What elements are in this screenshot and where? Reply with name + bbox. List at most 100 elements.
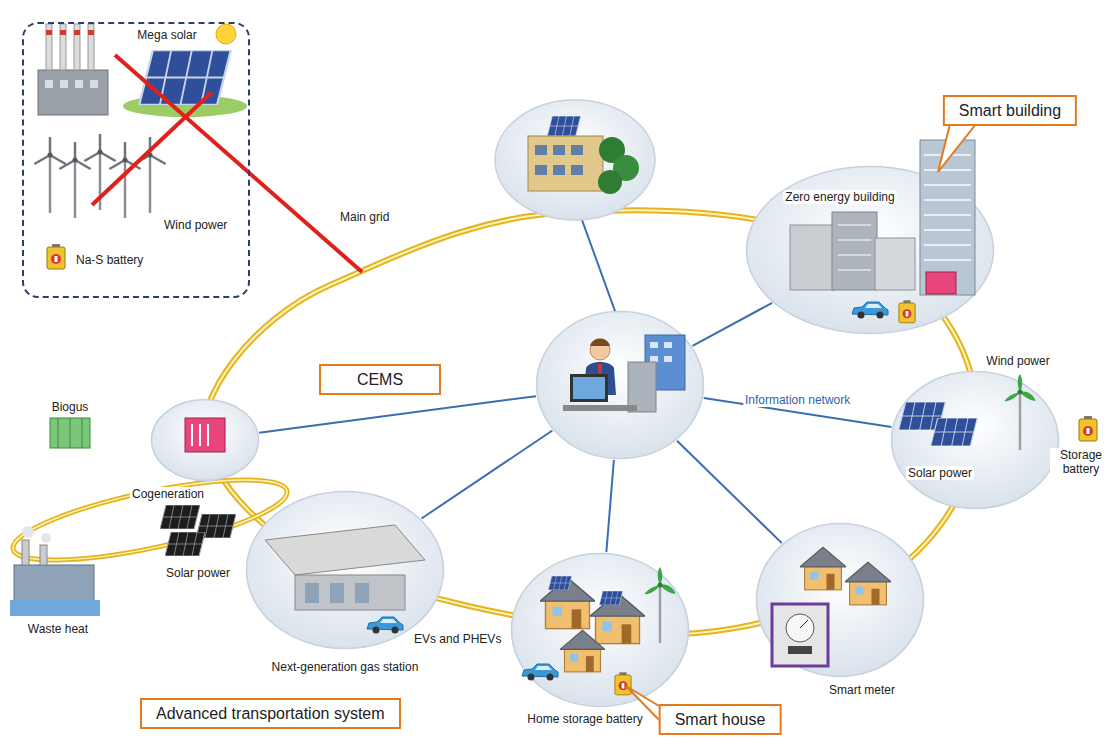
bubble-outline [755, 522, 925, 678]
mega-solar-icon [123, 24, 247, 117]
smart-building-icon [838, 240, 871, 241]
smart-building-icon [924, 244, 971, 246]
bubble-shape [537, 312, 704, 459]
bubble-outline [510, 552, 690, 708]
cems-operator-icon [628, 362, 656, 412]
cems-operator-icon [563, 405, 637, 411]
wind-farm-icon [34, 137, 65, 213]
cems-operator-icon [570, 374, 608, 402]
power-plant [46, 30, 52, 35]
wind-farm-icon [59, 142, 90, 218]
link-label: Information network [743, 393, 852, 407]
green-building-bubble [535, 145, 547, 155]
cogeneration-icons [10, 600, 100, 616]
smart-house-icons [548, 576, 571, 590]
smart-meter-icons [800, 620, 808, 628]
power-plant [60, 30, 66, 35]
cogeneration-icons [82, 418, 83, 448]
cogeneration-icons [207, 424, 209, 446]
cogeneration-icons [199, 424, 201, 446]
node-label: Wind power [162, 218, 229, 232]
cogeneration-bubble: Cogeneration [150, 398, 260, 482]
renewable-bubble: Wind powerSolar powerStorage battery [890, 370, 1060, 510]
renewable-icons [931, 418, 978, 446]
bubble-outline [535, 310, 705, 460]
smart-building-icon [899, 300, 915, 323]
green-building-bubble [495, 100, 655, 220]
main-grid-line [115, 55, 362, 272]
smart-building-icon [924, 259, 971, 261]
cogeneration-icons [41, 533, 51, 543]
node-label: EVs and PHEVs [412, 632, 503, 646]
main-grid-line [92, 92, 212, 205]
smart-building-icon [924, 214, 971, 216]
power-plant [74, 30, 80, 35]
information-link [677, 441, 782, 543]
green-building-bubble [553, 165, 565, 175]
bubble-shape [247, 492, 444, 649]
node-label: Wind power [984, 354, 1051, 368]
cogeneration-icons [10, 418, 236, 616]
green-building-bubble [547, 116, 580, 136]
smart-building-icon [938, 124, 976, 172]
green-building-bubble [571, 165, 583, 175]
house-bubble: Home storage batterySmart house [510, 552, 690, 708]
gas-station-icon [330, 583, 344, 603]
smart-building-icon [924, 169, 971, 171]
information-link [693, 303, 773, 346]
wind-farm-icon [34, 134, 165, 218]
node-label: Next-generation gas station [270, 660, 421, 674]
cogeneration-icons [160, 505, 200, 529]
node-label: Cogeneration [130, 487, 206, 501]
node-label: Na-S battery [74, 253, 145, 267]
smart-building-icon [838, 255, 871, 256]
meter-bubble: Smart meter [755, 522, 925, 678]
green-building-bubble [528, 136, 603, 191]
smart-building-icon [832, 212, 877, 290]
part-label: Main grid [338, 210, 391, 224]
source-region: Mega solarWind powerNa-S battery [22, 22, 250, 298]
green-building-bubble [582, 220, 615, 311]
cems-operator-icon [573, 377, 605, 399]
cems-operator-icon [650, 356, 658, 362]
part-label: Waste heat [26, 622, 90, 636]
cogeneration-icons [40, 545, 47, 565]
power-plant [88, 24, 94, 70]
cogeneration-icons [191, 424, 193, 446]
bubble-shape [747, 167, 994, 334]
bubble-outline [150, 398, 260, 482]
callout-label: Smart building [943, 95, 1077, 126]
smart-building-icon [920, 140, 975, 295]
green-building-bubble [598, 170, 622, 194]
power-plant [75, 80, 83, 88]
power-plant [45, 80, 53, 88]
cogeneration-icons [185, 418, 225, 452]
node-label: Home storage battery [525, 712, 644, 726]
information-link [606, 460, 614, 552]
power-plant [38, 70, 108, 115]
gas-station-icon [305, 583, 319, 603]
smart-building-icon [924, 229, 971, 231]
power-plant [88, 30, 94, 35]
cogeneration-icons [58, 418, 59, 448]
mega-solar-icon [139, 50, 231, 105]
power-plant [74, 24, 80, 70]
bubble-outline [890, 370, 1060, 510]
cogeneration-icons [14, 565, 94, 603]
bubble-shape [757, 524, 924, 677]
renewable-icons [1079, 416, 1097, 441]
smart-building-icon [924, 184, 971, 186]
green-building-bubble [495, 100, 655, 311]
node-label: Smart meter [827, 683, 897, 697]
cems-operator-icon [664, 356, 672, 362]
smart-building-icon [838, 225, 871, 226]
wind-farm-icon [109, 142, 140, 218]
cems-bubble: CEMS [535, 310, 705, 460]
smart-building-icon [838, 270, 871, 271]
power-plant [46, 24, 52, 70]
smart-meter-icons [772, 604, 828, 666]
bubble-shape [152, 400, 259, 481]
bubble-outline [245, 490, 445, 650]
main-grid-line [92, 55, 362, 272]
